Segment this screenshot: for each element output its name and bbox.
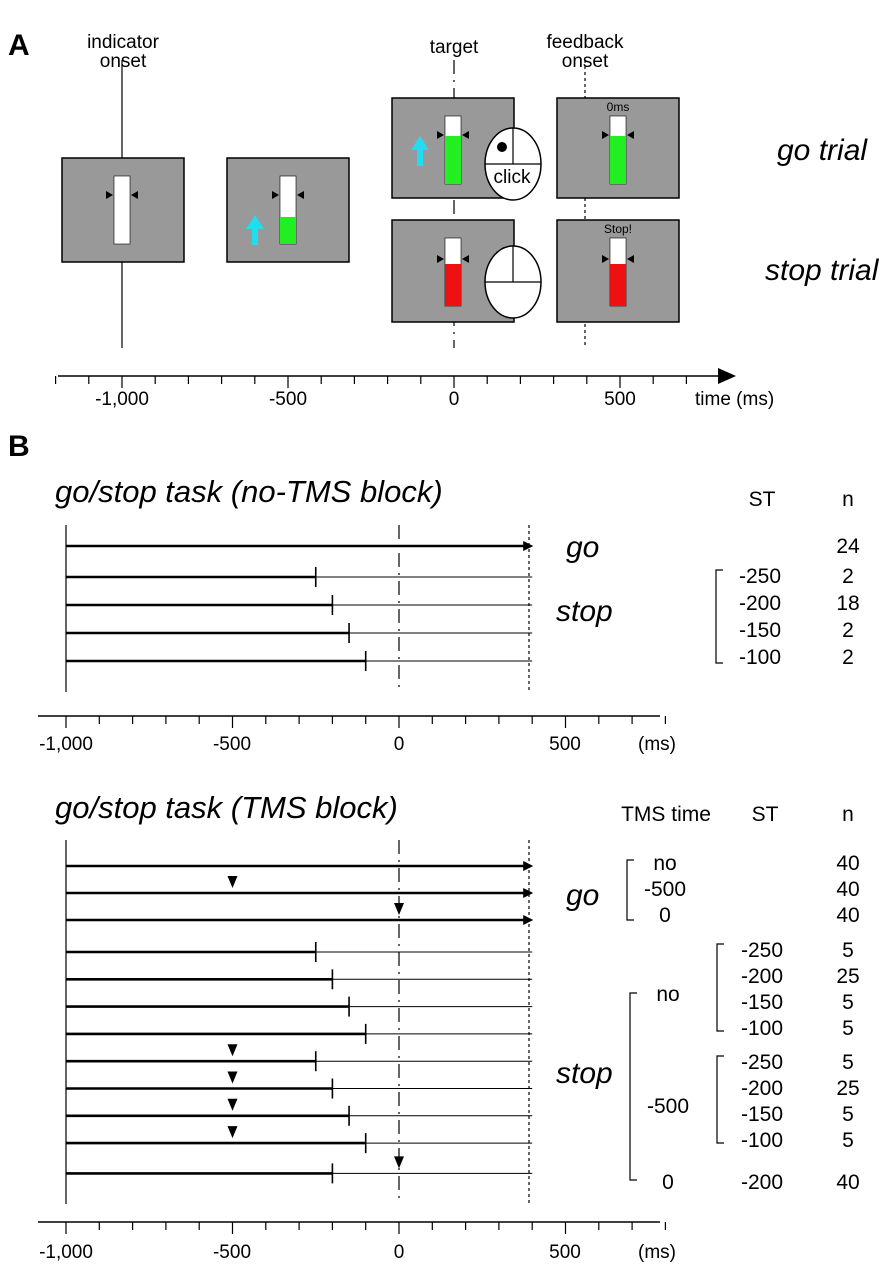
stop-trial-label: stop trial — [765, 254, 880, 287]
block2-n-row: 5 — [842, 1129, 854, 1152]
tms-block: go/stop task (TMS block) TMS time ST n g… — [38, 790, 860, 1263]
block2-stop-bracket — [629, 992, 637, 1181]
block1-go-n: 24 — [836, 535, 860, 558]
block1-header-n: n — [842, 488, 854, 511]
label-feedback: feedback — [546, 32, 624, 53]
mouse-click-label: click — [494, 167, 531, 188]
block2-st-row: -100 — [741, 1129, 783, 1152]
block1-go-label: go — [566, 531, 599, 564]
b2-tick-label-0: 0 — [394, 1242, 405, 1263]
screen-rising-bar — [226, 157, 350, 263]
tms-pulse-marker-icon — [394, 903, 404, 915]
b1-tick-label-neg500: -500 — [213, 734, 251, 755]
block2-st-bracket-500 — [716, 1055, 724, 1144]
label-indicator: indicator — [87, 32, 159, 53]
up-arrow-icon — [411, 136, 429, 166]
a-tick-label-0: 0 — [449, 389, 460, 410]
block1-st-row: -250 — [739, 565, 781, 588]
block2-header-tms: TMS time — [621, 803, 711, 826]
a-tick-label-500: 500 — [604, 389, 636, 410]
b1-tick-label-neg1000: -1,000 — [39, 734, 93, 755]
block2-n-row: 5 — [842, 939, 854, 962]
panel-a-timeline: indicator onset target feedback onset — [54, 32, 880, 410]
a-tick-label-neg1000: -1,000 — [95, 389, 149, 410]
screen-indicator — [61, 157, 185, 263]
block2-header-st: ST — [752, 803, 779, 826]
a-tick-label-neg500: -500 — [269, 389, 307, 410]
block1-st-row: -100 — [739, 646, 781, 669]
label-indicator-onset: onset — [100, 51, 147, 72]
block2-go-label: go — [566, 879, 599, 912]
block2-st-row: -100 — [741, 1017, 783, 1040]
block2-go-n: 40 — [836, 852, 859, 875]
block1-title: go/stop task (no-TMS block) — [55, 474, 443, 509]
block2-go-n: 40 — [836, 904, 859, 927]
block1-n-row: 2 — [842, 565, 854, 588]
block1-st-row: -200 — [739, 592, 781, 615]
mouse-click-icon — [484, 127, 542, 201]
tms-pulse-marker-icon — [227, 1044, 238, 1057]
b2-tick-label-neg500: -500 — [213, 1242, 251, 1263]
block2-n-row: 25 — [836, 965, 859, 988]
block2-go-bracket — [626, 859, 634, 921]
mouse-icon — [484, 245, 542, 319]
feedback-go-text: 0ms — [607, 100, 630, 114]
panel-label-b: B — [8, 430, 30, 463]
a-axis-label: time (ms) — [695, 389, 774, 410]
up-arrow-icon — [246, 215, 264, 245]
tms-pulse-marker-icon — [227, 1126, 238, 1139]
block2-n-row: 25 — [836, 1077, 859, 1100]
block2-go-n: 40 — [836, 878, 859, 901]
block2-st-row: -250 — [741, 939, 783, 962]
screen-stop-feedback — [556, 219, 680, 323]
block2-st-row: -250 — [741, 1051, 783, 1074]
block1-header-st: ST — [749, 488, 776, 511]
tms-pulse-marker-icon — [227, 876, 238, 888]
block2-go-tms: -500 — [644, 878, 686, 901]
b2-tick-label-neg1000: -1,000 — [39, 1242, 93, 1263]
tms-pulse-marker-icon — [227, 1098, 238, 1111]
no-tms-block: go/stop task (no-TMS block) ST n go stop… — [38, 474, 860, 755]
block2-title: go/stop task (TMS block) — [55, 790, 398, 825]
block2-n-row: 5 — [842, 1017, 854, 1040]
block2-st-row: -150 — [741, 1103, 783, 1126]
panel-label-a: A — [8, 29, 30, 62]
block2-st-row: -150 — [741, 991, 783, 1014]
block2-stop-tms: -500 — [647, 1095, 689, 1118]
block2-header-n: n — [842, 803, 854, 826]
go-trial-label: go trial — [777, 134, 868, 167]
feedback-stop-text: Stop! — [604, 222, 632, 236]
b1-axis-unit: (ms) — [638, 734, 676, 755]
block1-stop-label: stop — [556, 595, 613, 628]
block2-st-row: -200 — [741, 965, 783, 988]
block2-stop-label: stop — [556, 1057, 613, 1090]
block2-n-row: 5 — [842, 991, 854, 1014]
b2-axis-unit: (ms) — [638, 1242, 676, 1263]
block1-n-row: 2 — [842, 646, 854, 669]
tms-pulse-marker-icon — [394, 1156, 404, 1169]
label-target: target — [430, 37, 479, 58]
block2-n-row: 5 — [842, 1103, 854, 1126]
block2-go-tms: no — [653, 852, 676, 875]
block2-stop-tms: no — [656, 983, 679, 1006]
block1-n-row: 2 — [842, 619, 854, 642]
block2-st-row: -200 — [741, 1077, 783, 1100]
block1-stop-bracket — [715, 569, 723, 664]
block2-go-tms: 0 — [659, 904, 671, 927]
block2-st-row: -200 — [741, 1171, 783, 1194]
b1-tick-label-0: 0 — [394, 734, 405, 755]
label-feedback-onset: onset — [562, 51, 609, 72]
block2-stop-tms: 0 — [662, 1171, 674, 1194]
block2-n-row: 5 — [842, 1051, 854, 1074]
block2-st-bracket-no — [716, 943, 724, 1032]
block2-n-row: 40 — [836, 1171, 859, 1194]
block1-st-row: -150 — [739, 619, 781, 642]
block1-n-row: 18 — [836, 592, 859, 615]
b1-tick-label-500: 500 — [549, 734, 581, 755]
screen-go-feedback — [556, 97, 680, 199]
b2-tick-label-500: 500 — [549, 1242, 581, 1263]
time-axis-arrow-icon — [718, 368, 736, 384]
tms-pulse-marker-icon — [227, 1071, 238, 1084]
